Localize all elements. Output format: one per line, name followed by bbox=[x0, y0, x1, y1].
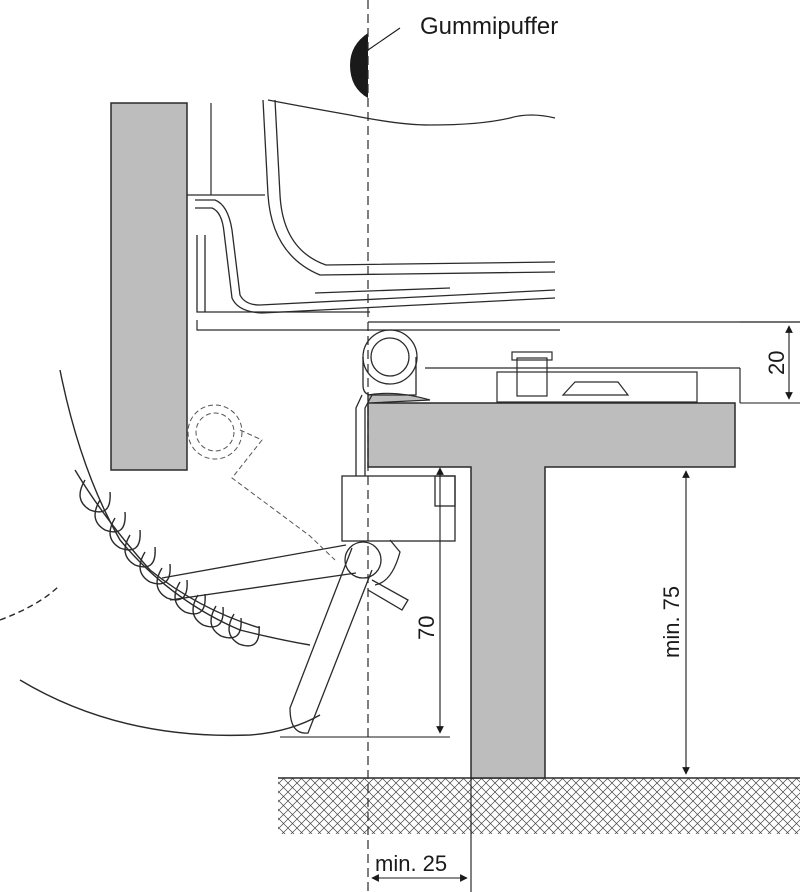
dim-label-min-75: min. 75 bbox=[659, 586, 684, 658]
dimension-lines bbox=[280, 27, 800, 892]
rubber-buffer-label: Gummipuffer bbox=[420, 13, 558, 40]
dim-label-20: 20 bbox=[764, 351, 789, 375]
open-position-ghost bbox=[187, 404, 336, 561]
dim-label-min-25: min. 25 bbox=[375, 851, 447, 876]
floor-ground bbox=[278, 777, 800, 834]
basin-shell bbox=[195, 99, 556, 314]
mounting-fitting bbox=[367, 351, 698, 404]
rubber-buffer bbox=[350, 33, 368, 98]
support-t-section bbox=[367, 402, 736, 779]
wall-section bbox=[110, 102, 188, 471]
frame-lines bbox=[187, 103, 800, 403]
dim-label-70: 70 bbox=[414, 616, 439, 640]
spring-coil bbox=[0, 369, 321, 737]
hinge-mechanism bbox=[161, 329, 456, 734]
